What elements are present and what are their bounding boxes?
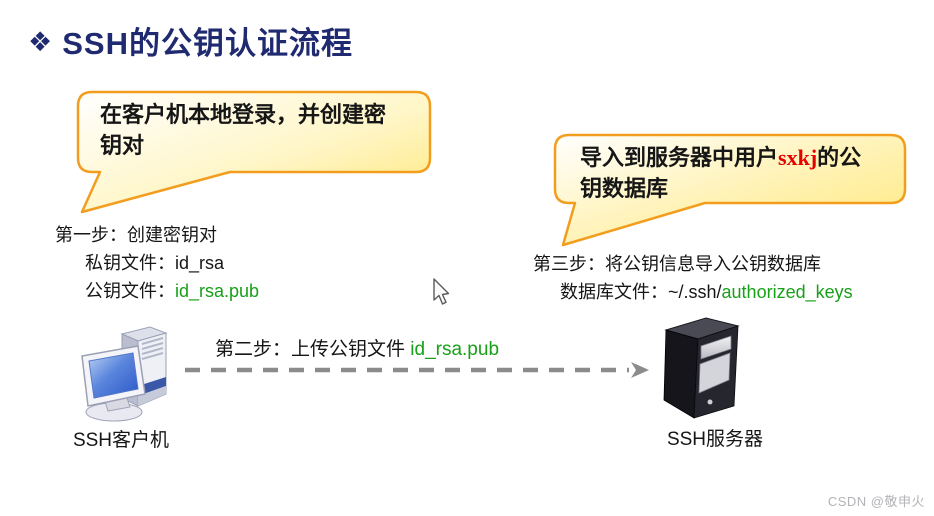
mouse-pointer-icon [433, 278, 450, 305]
right-callout-text: 导入到服务器中用户sxkj的公钥数据库 [580, 142, 882, 204]
desktop-computer-icon [81, 326, 168, 422]
left-callout-text: 在客户机本地登录，并创建密 钥对 [100, 102, 387, 158]
page-title: ❖ SSH的公钥认证流程 [28, 18, 353, 63]
step1-title: 第一步：创建密钥对 [55, 225, 217, 245]
watermark: CSDN @敬申火 [827, 494, 925, 509]
step1-private-key-file: id_rsa [175, 253, 225, 273]
right-callout-bubble [553, 133, 907, 247]
step1-public-key-file: id_rsa.pub [175, 281, 260, 301]
step2-title: 第二步：上传公钥文件 id_rsa.pub [215, 336, 499, 364]
step3-database-line: 数据库文件：~/.ssh/authorized_keys [560, 278, 853, 306]
dashed-arrow-right-icon [185, 362, 649, 378]
diamond-bullet-icon: ❖ [28, 27, 53, 57]
right-callout-after: 的公钥数据库 [580, 145, 862, 201]
step3-database-label: 数据库文件： [560, 282, 668, 302]
step1-public-key-line: 公钥文件：id_rsa.pub [85, 277, 259, 305]
server-tower-icon [663, 317, 740, 419]
step1-private-key-line: 私钥文件：id_rsa [85, 249, 224, 277]
right-callout-username: sxkj [778, 145, 818, 170]
step3-database-path: ~/.ssh/ [668, 282, 722, 302]
left-callout-bubble [76, 90, 432, 214]
server-node-label: SSH服务器 [666, 429, 764, 450]
right-callout-before: 导入到服务器中用户 [580, 145, 779, 170]
step2-file: id_rsa.pub [410, 339, 500, 360]
step1-private-key-label: 私钥文件： [85, 253, 175, 273]
step1-public-key-label: 公钥文件： [85, 281, 175, 301]
page-title-text: SSH的公钥认证流程 [62, 26, 353, 61]
client-node-label: SSH客户机 [72, 430, 170, 451]
step3-title: 第三步：将公钥信息导入公钥数据库 [533, 254, 821, 274]
step3-database-file: authorized_keys [721, 282, 853, 302]
step2-label: 第二步：上传公钥文件 [215, 339, 411, 360]
